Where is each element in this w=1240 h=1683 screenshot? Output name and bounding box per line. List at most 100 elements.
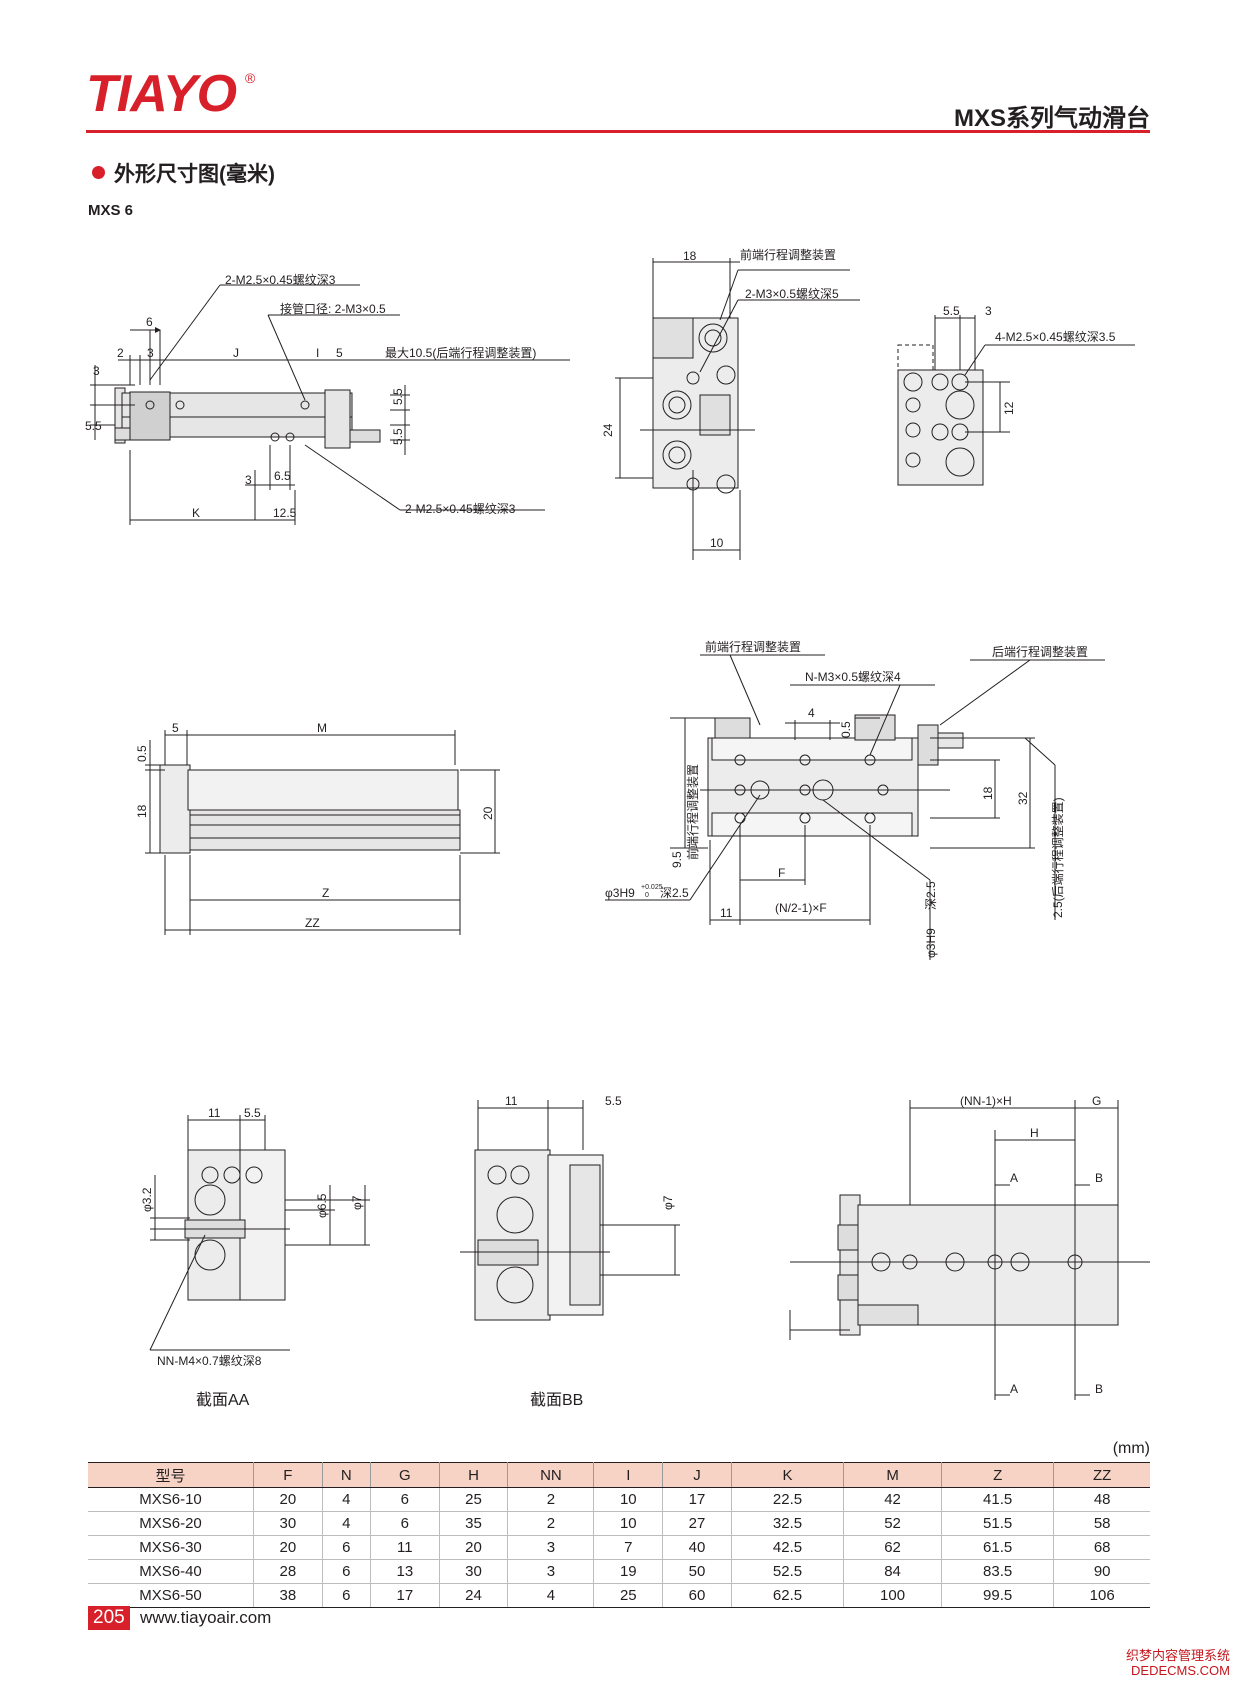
label: +0.025 [641,884,663,891]
brand-logo: TIAYO [86,65,237,123]
label: (NN-1)×H [960,1094,1012,1108]
table-cell: 52.5 [731,1559,845,1584]
section-bb-drawing [460,1100,680,1321]
table-header-cell: I [593,1462,664,1488]
label: B [1095,1171,1103,1185]
label: 深2.5 [660,886,689,900]
label: 深2.5 [924,881,938,910]
label: (N/2-1)×F [775,901,827,915]
table-cell: 24 [439,1583,509,1608]
label: φ7 [661,1195,675,1210]
table-cell: MXS6-40 [88,1559,254,1584]
table-cell: 3 [507,1559,595,1584]
spec-table: 型号 F N G H NN I J K M Z ZZ MXS6-10 20 4 … [88,1462,1150,1608]
model-label: MXS 6 [88,202,134,219]
label: 12.5 [273,506,297,520]
label: 最大10.5(后端行程调整装置) [385,345,536,360]
table-cell: 25 [593,1583,664,1608]
section-aa-drawing [149,1115,370,1351]
label: 11 [720,906,733,920]
table-cell: 28 [253,1559,323,1584]
label: 2-M2.5×0.45螺纹深3 [405,502,516,516]
label: NN-M4×0.7螺纹深8 [157,1354,262,1368]
table-header-cell: 型号 [88,1462,254,1488]
table-cell: 42.5 [731,1535,845,1560]
table-cell: 62 [843,1535,942,1560]
table-cell: 19 [593,1559,664,1584]
technical-drawings: 2-M2.5×0.45螺纹深3 接管口径: 2-M3×0.5 最大10.5(后端… [85,247,1150,1409]
table-cell: 38 [253,1583,323,1608]
label: 5.5 [943,304,960,318]
table-cell: 3 [507,1535,595,1560]
label: A [1010,1382,1018,1396]
website-link[interactable]: www.tiayoair.com [140,1608,272,1627]
table-header-cell: G [370,1462,440,1488]
table-cell: 20 [253,1487,323,1512]
label: 10 [710,536,724,550]
label: 前端行程调整装置 [705,639,801,654]
bullet-icon [92,166,105,179]
table-header-cell: N [322,1462,371,1488]
label: 6.5 [274,469,291,483]
label: 4-M2.5×0.45螺纹深3.5 [995,330,1116,344]
section-title: 外形尺寸图(毫米) [114,163,275,186]
table-cell: 6 [322,1583,371,1608]
label: 5.5 [605,1094,622,1108]
label: 3 [245,473,252,487]
table-cell: 27 [662,1511,732,1536]
table-cell: 32.5 [731,1511,845,1536]
label: 2.5(后端行程调整装置) [1050,797,1065,918]
table-header-cell: ZZ [1053,1462,1150,1488]
table-cell: 17 [370,1583,440,1608]
right-end-view-drawing [897,315,1135,486]
table-cell: MXS6-30 [88,1535,254,1560]
table-cell: 2 [507,1511,595,1536]
table-cell: 20 [253,1535,323,1560]
label: 3 [147,346,154,360]
table-cell: 20 [439,1535,509,1560]
bottom-view-drawing [789,1100,1150,1400]
label: 0 [645,892,649,899]
label: 4 [808,706,815,720]
label: 0.5 [839,721,853,738]
table-cell: 60 [662,1583,732,1608]
label: 5.5 [391,428,405,445]
label: φ6.5 [315,1193,329,1218]
page-number: 205 [88,1606,130,1630]
label: F [778,866,785,880]
table-row: MXS6-50 38 6 17 24 4 25 60 62.5 100 99.5… [88,1583,1150,1608]
label: 3 [93,364,100,378]
label: φ7 [350,1195,364,1210]
table-cell: 22.5 [731,1487,845,1512]
table-header-cell: H [439,1462,509,1488]
table-header-cell: K [731,1462,845,1488]
label: 32 [1016,791,1030,805]
table-cell: 99.5 [941,1583,1055,1608]
label: M [317,721,327,735]
label: A [1010,1171,1018,1185]
header-rule [86,130,1150,133]
table-cell: 11 [370,1535,440,1560]
table-cell: 35 [439,1511,509,1536]
table-cell: 6 [322,1559,371,1584]
label: 24 [601,423,615,437]
table-row: MXS6-10 20 4 6 25 2 10 17 22.5 42 41.5 4… [88,1487,1150,1512]
section-bb-caption: 截面BB [530,1391,583,1409]
top-view-middle-drawing [605,654,1105,960]
table-cell: 6 [370,1511,440,1536]
label: φ3H9 [605,886,635,900]
label: 前端行程调整装置 [685,764,700,860]
table-cell: 4 [507,1583,595,1608]
table-cell: 10 [593,1487,664,1512]
label: 2 [117,346,124,360]
label: B [1095,1382,1103,1396]
table-cell: MXS6-50 [88,1583,254,1608]
table-cell: 106 [1053,1583,1150,1608]
table-row: MXS6-20 30 4 6 35 2 10 27 32.5 52 51.5 5… [88,1511,1150,1536]
table-cell: 68 [1053,1535,1150,1560]
table-cell: 42 [843,1487,942,1512]
table-cell: MXS6-20 [88,1511,254,1536]
table-header-cell: J [662,1462,732,1488]
label: H [1030,1126,1039,1140]
label: φ3H9 [924,928,938,958]
